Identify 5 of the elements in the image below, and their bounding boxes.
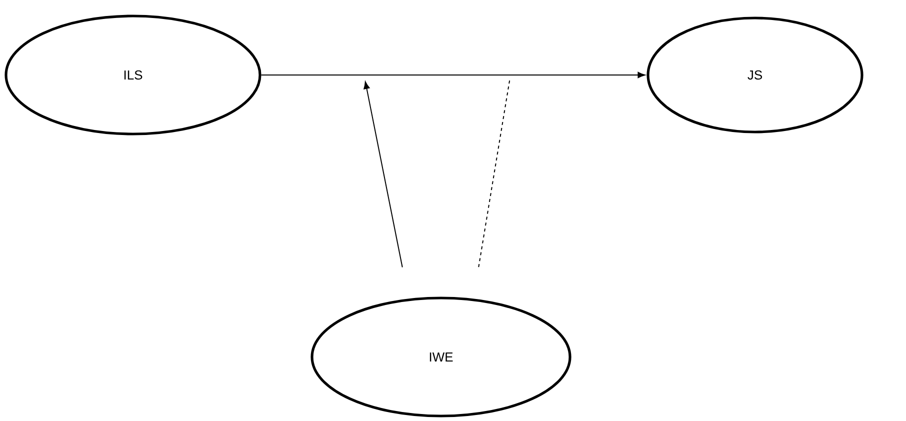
ellipse-node: ILS — [4, 14, 262, 136]
ellipse-node: IWE — [310, 296, 572, 418]
arrow — [364, 81, 403, 268]
ellipse-node: JS — [646, 16, 864, 134]
arrow — [260, 72, 646, 78]
